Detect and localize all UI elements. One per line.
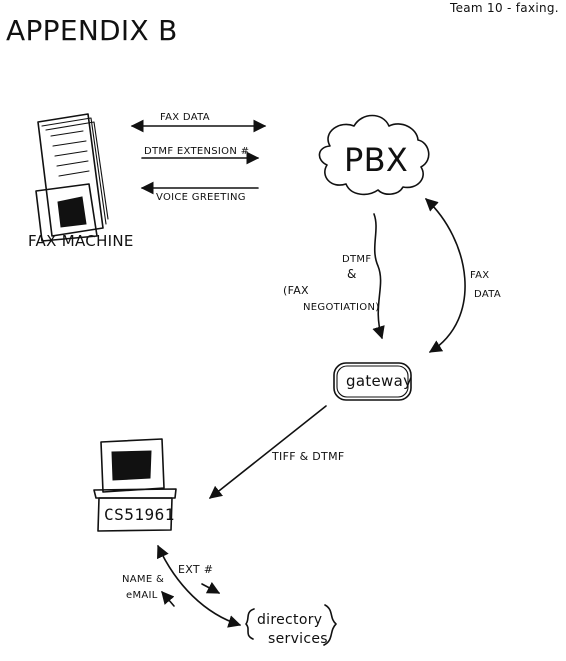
gateway-label: gateway [346, 372, 412, 390]
cloud-icon [318, 114, 430, 196]
team-note: Team 10 - faxing. [449, 1, 559, 15]
dtmf-negotiation-arrow [372, 213, 385, 340]
directory-left-brace [245, 608, 255, 640]
page-title: APPENDIX B [6, 14, 178, 47]
fax-data-right-line-2: DATA [474, 289, 501, 300]
fax-data-top-label: FAX DATA [160, 112, 210, 123]
computer-icon [93, 438, 177, 532]
ext-number-small-arrow [201, 581, 221, 594]
tiff-dtmf-label: TIFF & DTMF [271, 450, 345, 463]
dtmf-line-2: & [347, 267, 357, 281]
fax-data-right-arrow [425, 198, 466, 353]
name-email-line-1: NAME & [122, 574, 164, 585]
fax-data-right-line-1: FAX [470, 270, 489, 281]
fax-machine-icon [35, 113, 109, 242]
computer-label: CS51961 [104, 505, 175, 524]
dtmf-extension-label: DTMF EXTENSION # [144, 146, 249, 157]
gateway-box [333, 362, 412, 401]
name-email-line-2: eMAIL [126, 590, 158, 601]
directory-right-brace [323, 604, 337, 646]
fax-machine-label: FAX MACHINE [28, 232, 134, 250]
fax-negotiation-line-2: NEGOTIATION) [303, 302, 379, 313]
pbx-label: PBX [344, 141, 408, 179]
dtmf-line-1: DTMF [342, 254, 371, 265]
voice-greeting-label: VOICE GREETING [156, 192, 246, 203]
ext-number-label: EXT # [178, 563, 213, 576]
directory-line-2: services [268, 631, 328, 647]
tiff-dtmf-arrow [208, 405, 327, 499]
directory-line-1: directory [257, 612, 322, 628]
name-email-ext-arrow [157, 544, 242, 628]
fax-negotiation-line-1: (FAX [283, 284, 309, 297]
name-email-small-arrow [161, 591, 175, 607]
